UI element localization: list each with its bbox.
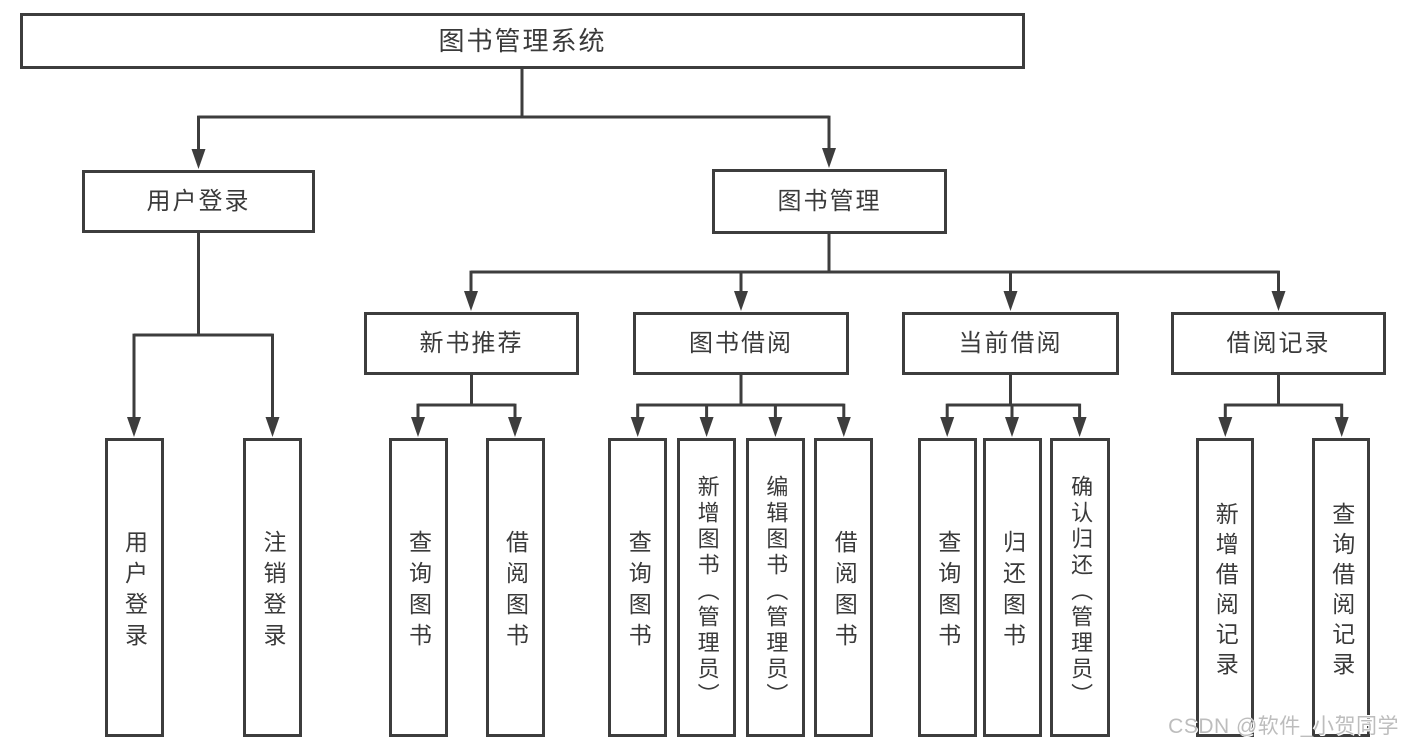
node-current-borrow: 当前借阅 xyxy=(902,312,1119,375)
node-book-management-label: 图书管理 xyxy=(777,187,882,215)
node-current-borrow-label: 当前借阅 xyxy=(958,329,1063,357)
leaf-recommend-borrow-books: 借阅图书 xyxy=(485,438,545,737)
node-root-label: 图书管理系统 xyxy=(438,26,607,56)
connector-recommend-to-leaves xyxy=(416,375,517,419)
leaf-user-login-label: 用户登录 xyxy=(121,529,148,654)
leaf-records-query-record: 查询借阅记录 xyxy=(1312,438,1371,737)
node-borrow-records: 借阅记录 xyxy=(1171,312,1386,375)
leaf-borrow-borrow-books-label: 借阅图书 xyxy=(831,529,858,654)
leaf-records-add-record: 新增借阅记录 xyxy=(1195,438,1254,737)
leaf-borrow-edit-books-label: 编辑图书（管理员） xyxy=(763,474,789,709)
connector-records-to-leaves xyxy=(1223,375,1344,419)
watermark: CSDN @软件_小贺同学 xyxy=(1168,715,1399,738)
leaf-current-query-books-label: 查询图书 xyxy=(934,529,961,654)
leaf-current-return-books: 归还图书 xyxy=(982,438,1042,737)
leaf-logout: 注销登录 xyxy=(243,438,302,737)
leaf-recommend-query-books-label: 查询图书 xyxy=(405,529,432,654)
connector-borrow-to-leaves xyxy=(636,375,846,419)
connector-current-to-leaves xyxy=(945,375,1082,419)
node-new-book-recommend-label: 新书推荐 xyxy=(419,329,524,357)
leaf-records-add-record-label: 新增借阅记录 xyxy=(1212,501,1239,682)
leaf-borrow-edit-books: 编辑图书（管理员） xyxy=(745,438,805,737)
leaf-recommend-borrow-books-label: 借阅图书 xyxy=(502,529,529,654)
leaf-borrow-query-books: 查询图书 xyxy=(608,438,668,737)
leaf-logout-label: 注销登录 xyxy=(260,529,286,654)
connector-userlogin-to-leaves xyxy=(132,233,274,419)
leaf-borrow-add-books-label: 新增图书（管理员） xyxy=(694,474,720,709)
connector-bookmgmt-to-mids xyxy=(469,234,1280,293)
node-new-book-recommend: 新书推荐 xyxy=(364,312,579,375)
leaf-borrow-add-books: 新增图书（管理员） xyxy=(677,438,737,737)
leaf-current-return-books-label: 归还图书 xyxy=(999,529,1026,654)
leaf-records-query-record-label: 查询借阅记录 xyxy=(1328,501,1355,682)
leaf-current-confirm-return-label: 确认归还（管理员） xyxy=(1068,474,1094,709)
node-user-login-label: 用户登录 xyxy=(146,187,251,215)
node-user-login: 用户登录 xyxy=(82,170,315,233)
node-root: 图书管理系统 xyxy=(20,13,1025,69)
leaf-current-query-books: 查询图书 xyxy=(917,438,977,737)
node-book-borrow: 图书借阅 xyxy=(633,312,849,375)
leaf-current-confirm-return: 确认归还（管理员） xyxy=(1050,438,1111,737)
node-borrow-records-label: 借阅记录 xyxy=(1226,329,1331,357)
leaf-borrow-borrow-books: 借阅图书 xyxy=(814,438,874,737)
leaf-user-login: 用户登录 xyxy=(104,438,164,737)
node-book-borrow-label: 图书借阅 xyxy=(689,329,793,357)
leaf-borrow-query-books-label: 查询图书 xyxy=(625,529,652,654)
node-book-management: 图书管理 xyxy=(712,169,947,234)
connector-root-to-level2 xyxy=(197,69,831,151)
leaf-recommend-query-books: 查询图书 xyxy=(388,438,448,737)
